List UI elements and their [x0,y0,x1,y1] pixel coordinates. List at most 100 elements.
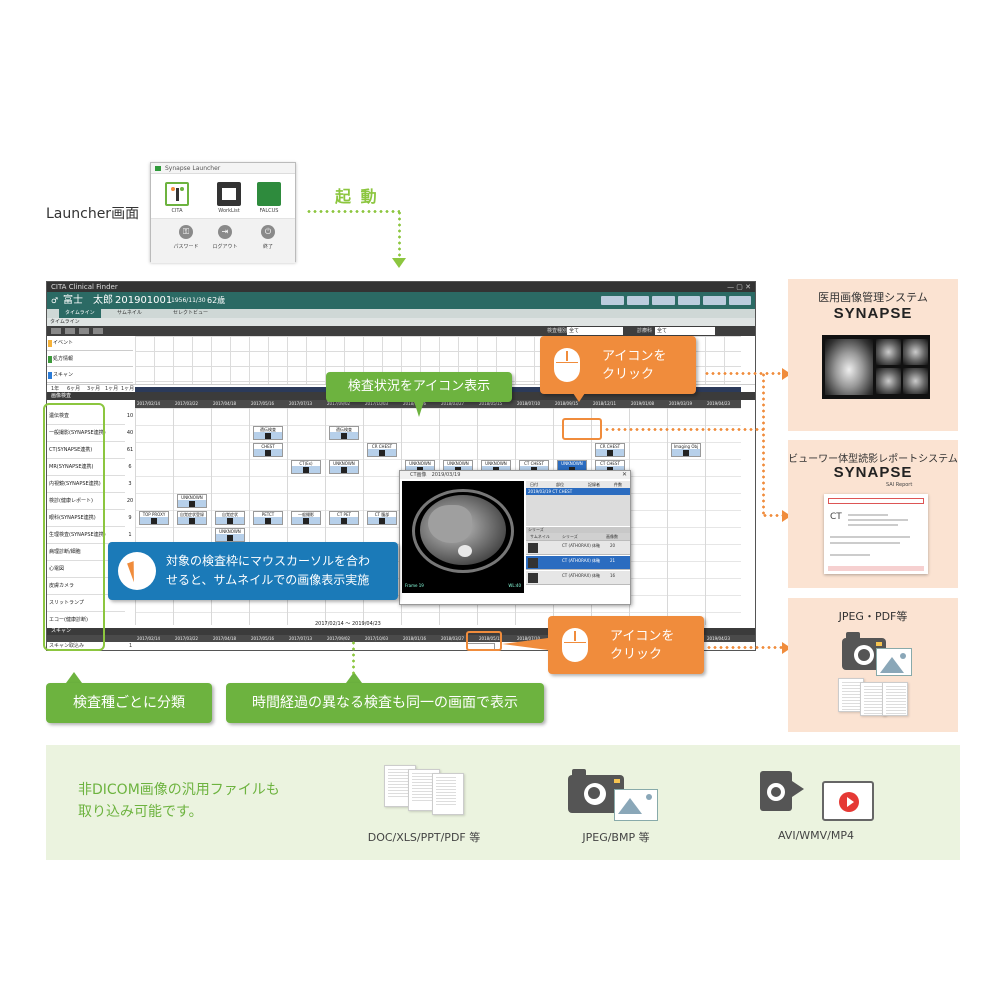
study-cell[interactable]: CR CHEST [595,443,625,457]
study-cell[interactable]: Imaging Obj [671,443,701,457]
sai-report-label: SAI Report [886,482,913,488]
series-row-selected[interactable]: CT (ATHORAX) 体軸 21 [526,556,630,570]
date-cell[interactable]: 2017/02/14 [137,401,161,406]
date-cell[interactable]: 2017/10/03 [365,401,389,406]
range-3m[interactable]: 3ヶ月 [87,386,101,392]
category-row[interactable]: 内視鏡(SYNAPSE連携) [47,476,125,493]
worklist-app-button[interactable] [217,182,241,206]
range-1y[interactable]: 1年 [51,386,60,392]
filter-select-dept[interactable]: 全て [655,327,715,335]
tab-thumbnail[interactable]: サムネイル [117,310,142,316]
toolbar-btn[interactable] [93,328,103,334]
toolbar-btn[interactable] [728,296,751,305]
callout-hover-thumbnail: 対象の検査枠にマウスカーソルを合わ せると、サムネイルでの画像表示実施 [108,542,398,600]
event-row-event[interactable]: イベント [47,336,133,351]
toolbar-btn[interactable] [677,296,700,305]
date-cell[interactable]: 2017/03/22 [175,401,199,406]
study-cell[interactable]: 遺伝検査 [253,426,283,440]
report-document: CT [824,494,928,574]
power-icon[interactable]: ⏻ [261,225,275,239]
study-cell[interactable]: 遺伝検査 [329,426,359,440]
date-cell[interactable]: 2018/03/27 [441,636,465,641]
password-label: パスワード [173,244,199,250]
category-row[interactable]: 皮膚カメラ [47,578,125,595]
date-cell[interactable]: 2018/05/15 [479,401,503,406]
date-cell[interactable]: 2018/03/27 [441,401,465,406]
study-cell[interactable]: UNKNOWN [177,494,207,508]
series-row[interactable]: CT (ATHORAX) 体軸 16 [526,571,630,585]
date-cell[interactable]: 2017/07/13 [289,401,313,406]
category-row[interactable]: 生理検査(SYNAPSE連携) [47,527,125,544]
window-controls[interactable]: — ▢ ✕ [727,283,751,291]
tab-timeline[interactable]: タイムライン [59,309,101,318]
date-cell[interactable]: 2017/02/14 [137,636,161,641]
date-cell[interactable]: 2019/03/19 [669,401,693,406]
category-row[interactable]: 遺伝検査 [47,408,125,425]
date-cell[interactable]: 2019/01/08 [631,401,655,406]
logout-icon[interactable]: ⇥ [218,225,232,239]
caption-docs: DOC/XLS/PPT/PDF 等 [367,831,481,844]
info-row-selected[interactable]: 2019/03/19 CT CHEST [526,488,630,495]
toolbar-btn[interactable] [79,328,89,334]
series-row[interactable]: CT (ATHORAX) 体軸 20 [526,541,630,555]
category-row[interactable]: CT(SYNAPSE連携) [47,442,125,459]
close-icon[interactable]: ✕ [621,471,627,478]
event-row-prescription[interactable]: 処方情報 [47,352,133,367]
category-row[interactable]: 病理診断/細胞 [47,544,125,561]
study-cell[interactable]: CT 腹部 [367,511,397,525]
date-cell[interactable]: 2018/01/16 [403,636,427,641]
date-cell[interactable]: 2017/04/18 [213,636,237,641]
toolbar-btn[interactable] [51,328,61,334]
category-row[interactable]: 心電図 [47,561,125,578]
study-cell[interactable]: CHEST [253,443,283,457]
category-row[interactable]: 眼科(SYNAPSE連携) [47,510,125,527]
category-row[interactable]: 検診(健康レポート) [47,493,125,510]
category-row[interactable]: 一般撮影(SYNAPSE連携) [47,425,125,442]
date-cell[interactable]: 2017/07/13 [289,636,313,641]
falcus-app-button[interactable] [257,182,281,206]
panel-title: ビューワー体型読影レポートシステム [788,454,958,465]
key-icon[interactable]: ⚿ [179,225,193,239]
date-cell[interactable]: 2019/04/23 [707,636,731,641]
date-cell[interactable]: 2017/05/16 [251,401,275,406]
range-6m[interactable]: 6ヶ月 [67,386,81,392]
study-cell[interactable]: CT PET [329,511,359,525]
date-cell[interactable]: 2018/12/11 [593,401,617,406]
category-row[interactable]: スリットランプ [47,595,125,612]
category-count: 3 [128,481,132,487]
study-cell[interactable]: CR CHEST [367,443,397,457]
date-cell[interactable]: 2017/09/02 [327,636,351,641]
study-cell[interactable]: TOP PROXY [139,511,169,525]
date-cell[interactable]: 2018/09/15 [555,401,579,406]
category-row[interactable]: MR(SYNAPSE連携) [47,459,125,476]
date-cell[interactable]: 2017/03/22 [175,636,199,641]
study-cell[interactable]: PETCT [253,511,283,525]
cita-app-button[interactable] [165,182,189,206]
toolbar-btn[interactable] [626,296,649,305]
date-cell[interactable]: 2017/10/03 [365,636,389,641]
study-cell[interactable]: UNKNOWN [329,460,359,474]
date-cell[interactable]: 2017/05/16 [251,636,275,641]
launcher-window: Synapse Launcher CITA WorkList FALCUS ⚿ … [150,162,296,263]
toolbar-btn[interactable] [601,296,624,305]
filter-select-type[interactable]: 全て [567,327,623,335]
study-cell[interactable]: 自覚症状登録 [177,511,207,525]
date-cell[interactable]: 2018/07/10 [517,401,541,406]
study-cell[interactable]: 自覚症状 [215,511,245,525]
date-cell[interactable]: 2019/04/23 [707,401,731,406]
patient-name: 富士 太郎 [63,295,113,306]
range-1m-2[interactable]: 1ヶ月 [121,386,135,392]
date-row: 2017/02/14 2017/03/22 2017/04/18 2017/05/16… [135,400,741,408]
tab-selectview[interactable]: セレクトビュー [173,310,209,316]
toolbar-btn[interactable] [652,296,675,305]
event-row-scan[interactable]: スキャン [47,368,133,383]
study-cell[interactable]: UNKNOWN [215,528,245,542]
range-1m[interactable]: 1ヶ月 [105,386,119,392]
date-cell[interactable]: 2017/04/18 [213,401,237,406]
date-cell[interactable]: 2018/05/15 [479,636,503,641]
study-cell[interactable]: CT(Ex) [291,460,321,474]
study-cell[interactable]: 一般撮影 [291,511,321,525]
toolbar-btn[interactable] [703,296,726,305]
toolbar-btn[interactable] [65,328,75,334]
date-cell[interactable]: 2017/09/02 [327,401,351,406]
